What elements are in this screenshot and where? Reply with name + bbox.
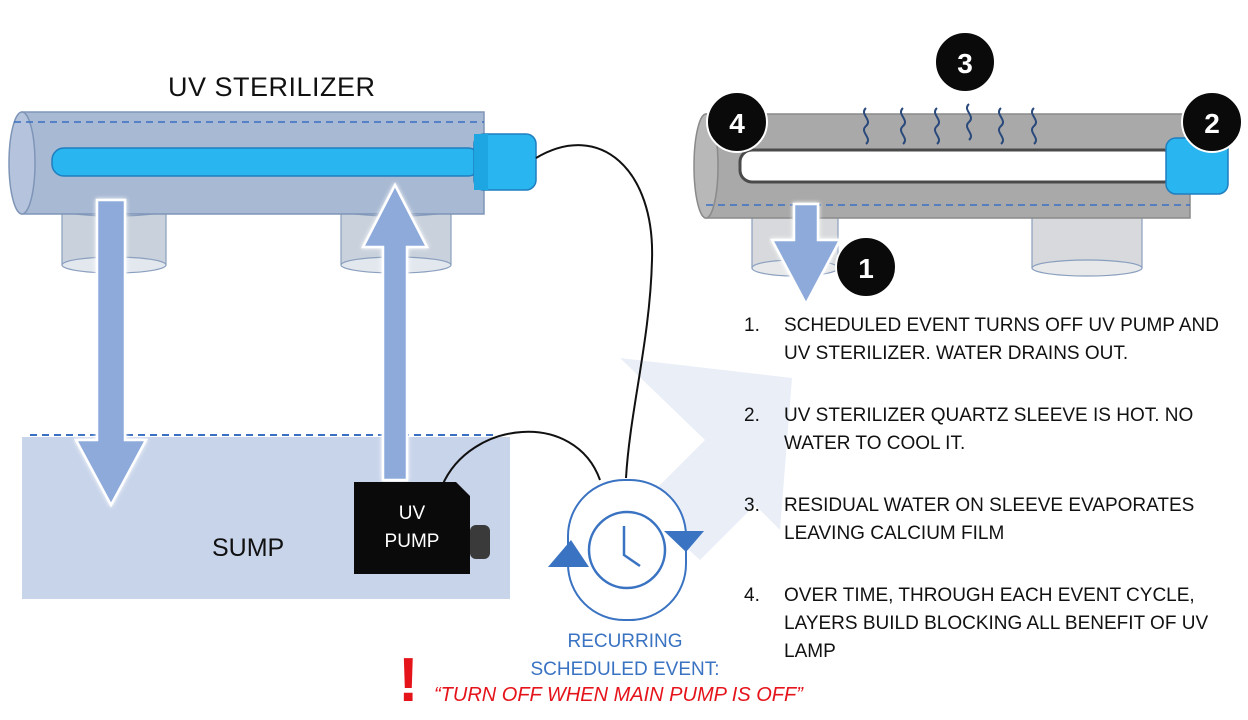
- uv-lamp: [51, 147, 481, 177]
- badge-4: 4: [706, 91, 768, 153]
- badge-1: 1: [835, 236, 897, 298]
- scheduled-event-label: RECURRING SCHEDULED EVENT:: [500, 628, 750, 684]
- step-number: 4.: [744, 585, 760, 606]
- step-number: 2.: [744, 405, 760, 426]
- sump-label: SUMP: [212, 534, 285, 562]
- drained-leg-right: [1031, 211, 1143, 277]
- step-text: SCHEDULED EVENT TURNS OFF UV PUMP AND UV…: [784, 315, 1219, 364]
- pump-up-arrow: [360, 182, 430, 482]
- step-number: 3.: [744, 495, 760, 516]
- event-label-line2: SCHEDULED EVENT:: [530, 659, 720, 680]
- step-number: 1.: [744, 315, 760, 336]
- sterilizer-end-cap: [8, 111, 36, 215]
- uv-pump: [354, 482, 490, 574]
- uv-sterilizer: [8, 111, 537, 274]
- uv-sterilizer-title: UV STERILIZER: [168, 72, 376, 102]
- step-item: 1. SCHEDULED EVENT TURNS OFF UV PUMP AND…: [744, 312, 1234, 368]
- clock-icon: [587, 510, 667, 590]
- pump-power-cable: [441, 431, 601, 487]
- scheduled-event-icon: [548, 479, 704, 621]
- cycle-arrow-left-icon: [548, 540, 589, 567]
- step-text: OVER TIME, THROUGH EACH EVENT CYCLE, LAY…: [784, 585, 1209, 662]
- cycle-arrow-right-icon: [664, 531, 704, 552]
- warning-text: “TURN OFF WHEN MAIN PUMP IS OFF”: [434, 684, 803, 706]
- drain-arrow: [73, 198, 149, 508]
- event-label-line1: RECURRING: [567, 631, 683, 652]
- pump-label-line2: PUMP: [384, 531, 440, 552]
- right-drain-arrow: [769, 202, 843, 307]
- heat-waves: [863, 103, 1037, 145]
- sterilizer-power-cable: [535, 144, 654, 479]
- badge-2: 2: [1181, 91, 1243, 153]
- drained-sterilizer: [693, 103, 1229, 277]
- step-text: UV STERILIZER QUARTZ SLEEVE IS HOT. NO W…: [784, 405, 1194, 454]
- step-item: 4. OVER TIME, THROUGH EACH EVENT CYCLE, …: [744, 582, 1234, 666]
- badge-3: 3: [934, 31, 996, 93]
- step-item: 3. RESIDUAL WATER ON SLEEVE EVAPORATES L…: [744, 492, 1234, 548]
- pump-label-line1: UV: [398, 503, 426, 524]
- pump-outlet: [470, 525, 490, 559]
- quartz-sleeve: [738, 148, 1178, 184]
- steps-list: 1. SCHEDULED EVENT TURNS OFF UV PUMP AND…: [744, 312, 1234, 700]
- warning-icon: !: [398, 646, 419, 715]
- uv-pump-label: UV PUMP: [354, 500, 470, 556]
- step-item: 2. UV STERILIZER QUARTZ SLEEVE IS HOT. N…: [744, 402, 1234, 458]
- step-text: RESIDUAL WATER ON SLEEVE EVAPORATES LEAV…: [784, 495, 1195, 544]
